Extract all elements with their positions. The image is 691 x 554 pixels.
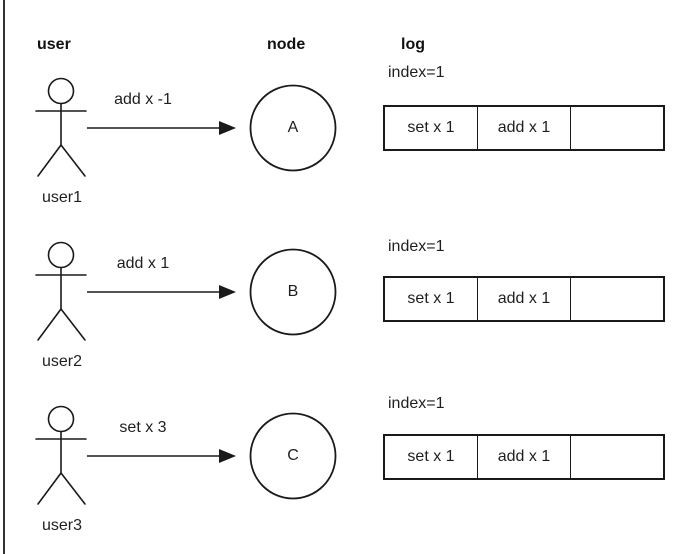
- arrow-head: [219, 121, 236, 135]
- command-label: set x 3: [119, 419, 167, 436]
- log-table: set x 1 add x 1: [383, 105, 665, 151]
- user-stick-figure-icon: [35, 405, 87, 505]
- node-label: C: [287, 447, 299, 464]
- stickman-head: [47, 77, 75, 105]
- log-cell: set x 1: [385, 278, 478, 320]
- replication-row: set x 3 user3 C index=1 set x 1 add x 1: [0, 388, 691, 552]
- node-circle: [249, 412, 337, 500]
- stickman-head: [47, 405, 75, 433]
- user-label: user3: [41, 517, 83, 534]
- row-artwork: [35, 241, 337, 341]
- log-index-label: index=1: [388, 238, 445, 255]
- log-index-label: index=1: [388, 395, 445, 412]
- replication-row: add x -1 user1 A index=1 set x 1 add x 1: [0, 60, 691, 224]
- stickman-leg-left: [37, 308, 62, 341]
- log-cell: add x 1: [478, 278, 571, 320]
- stickman-leg-left: [37, 472, 62, 505]
- command-label: add x -1: [114, 91, 172, 108]
- user-label: user2: [41, 353, 83, 370]
- column-header-node: node: [267, 36, 306, 53]
- log-cell-empty: [571, 278, 663, 320]
- log-index-label: index=1: [388, 64, 445, 81]
- node-label: B: [287, 283, 299, 300]
- node-circle: [249, 84, 337, 172]
- stickman-leg-left: [37, 144, 62, 177]
- user-stick-figure-icon: [35, 77, 87, 177]
- log-cell: set x 1: [385, 436, 478, 478]
- log-cell-empty: [571, 107, 663, 149]
- node-label: A: [287, 119, 299, 136]
- node-circle: [249, 248, 337, 336]
- user-label: user1: [41, 189, 83, 206]
- arrow-head: [219, 449, 236, 463]
- log-cell: set x 1: [385, 107, 478, 149]
- log-cell: add x 1: [478, 436, 571, 478]
- log-table: set x 1 add x 1: [383, 276, 665, 322]
- log-cell: add x 1: [478, 107, 571, 149]
- stickman-head: [47, 241, 75, 269]
- arrow-head: [219, 285, 236, 299]
- message-arrow-icon: [87, 449, 236, 463]
- row-artwork: [35, 405, 337, 505]
- command-label: add x 1: [116, 255, 170, 272]
- log-table: set x 1 add x 1: [383, 434, 665, 480]
- message-arrow-icon: [87, 121, 236, 135]
- canvas-left-border: [3, 0, 5, 554]
- stickman-leg-right: [60, 144, 86, 177]
- user-stick-figure-icon: [35, 241, 87, 341]
- replication-row: add x 1 user2 B index=1 set x 1 add x 1: [0, 224, 691, 388]
- message-arrow-icon: [87, 285, 236, 299]
- log-cell-empty: [571, 436, 663, 478]
- row-artwork: [35, 77, 337, 177]
- stickman-leg-right: [60, 472, 86, 505]
- column-header-user: user: [37, 36, 71, 53]
- stickman-leg-right: [60, 308, 86, 341]
- column-header-log: log: [401, 36, 425, 53]
